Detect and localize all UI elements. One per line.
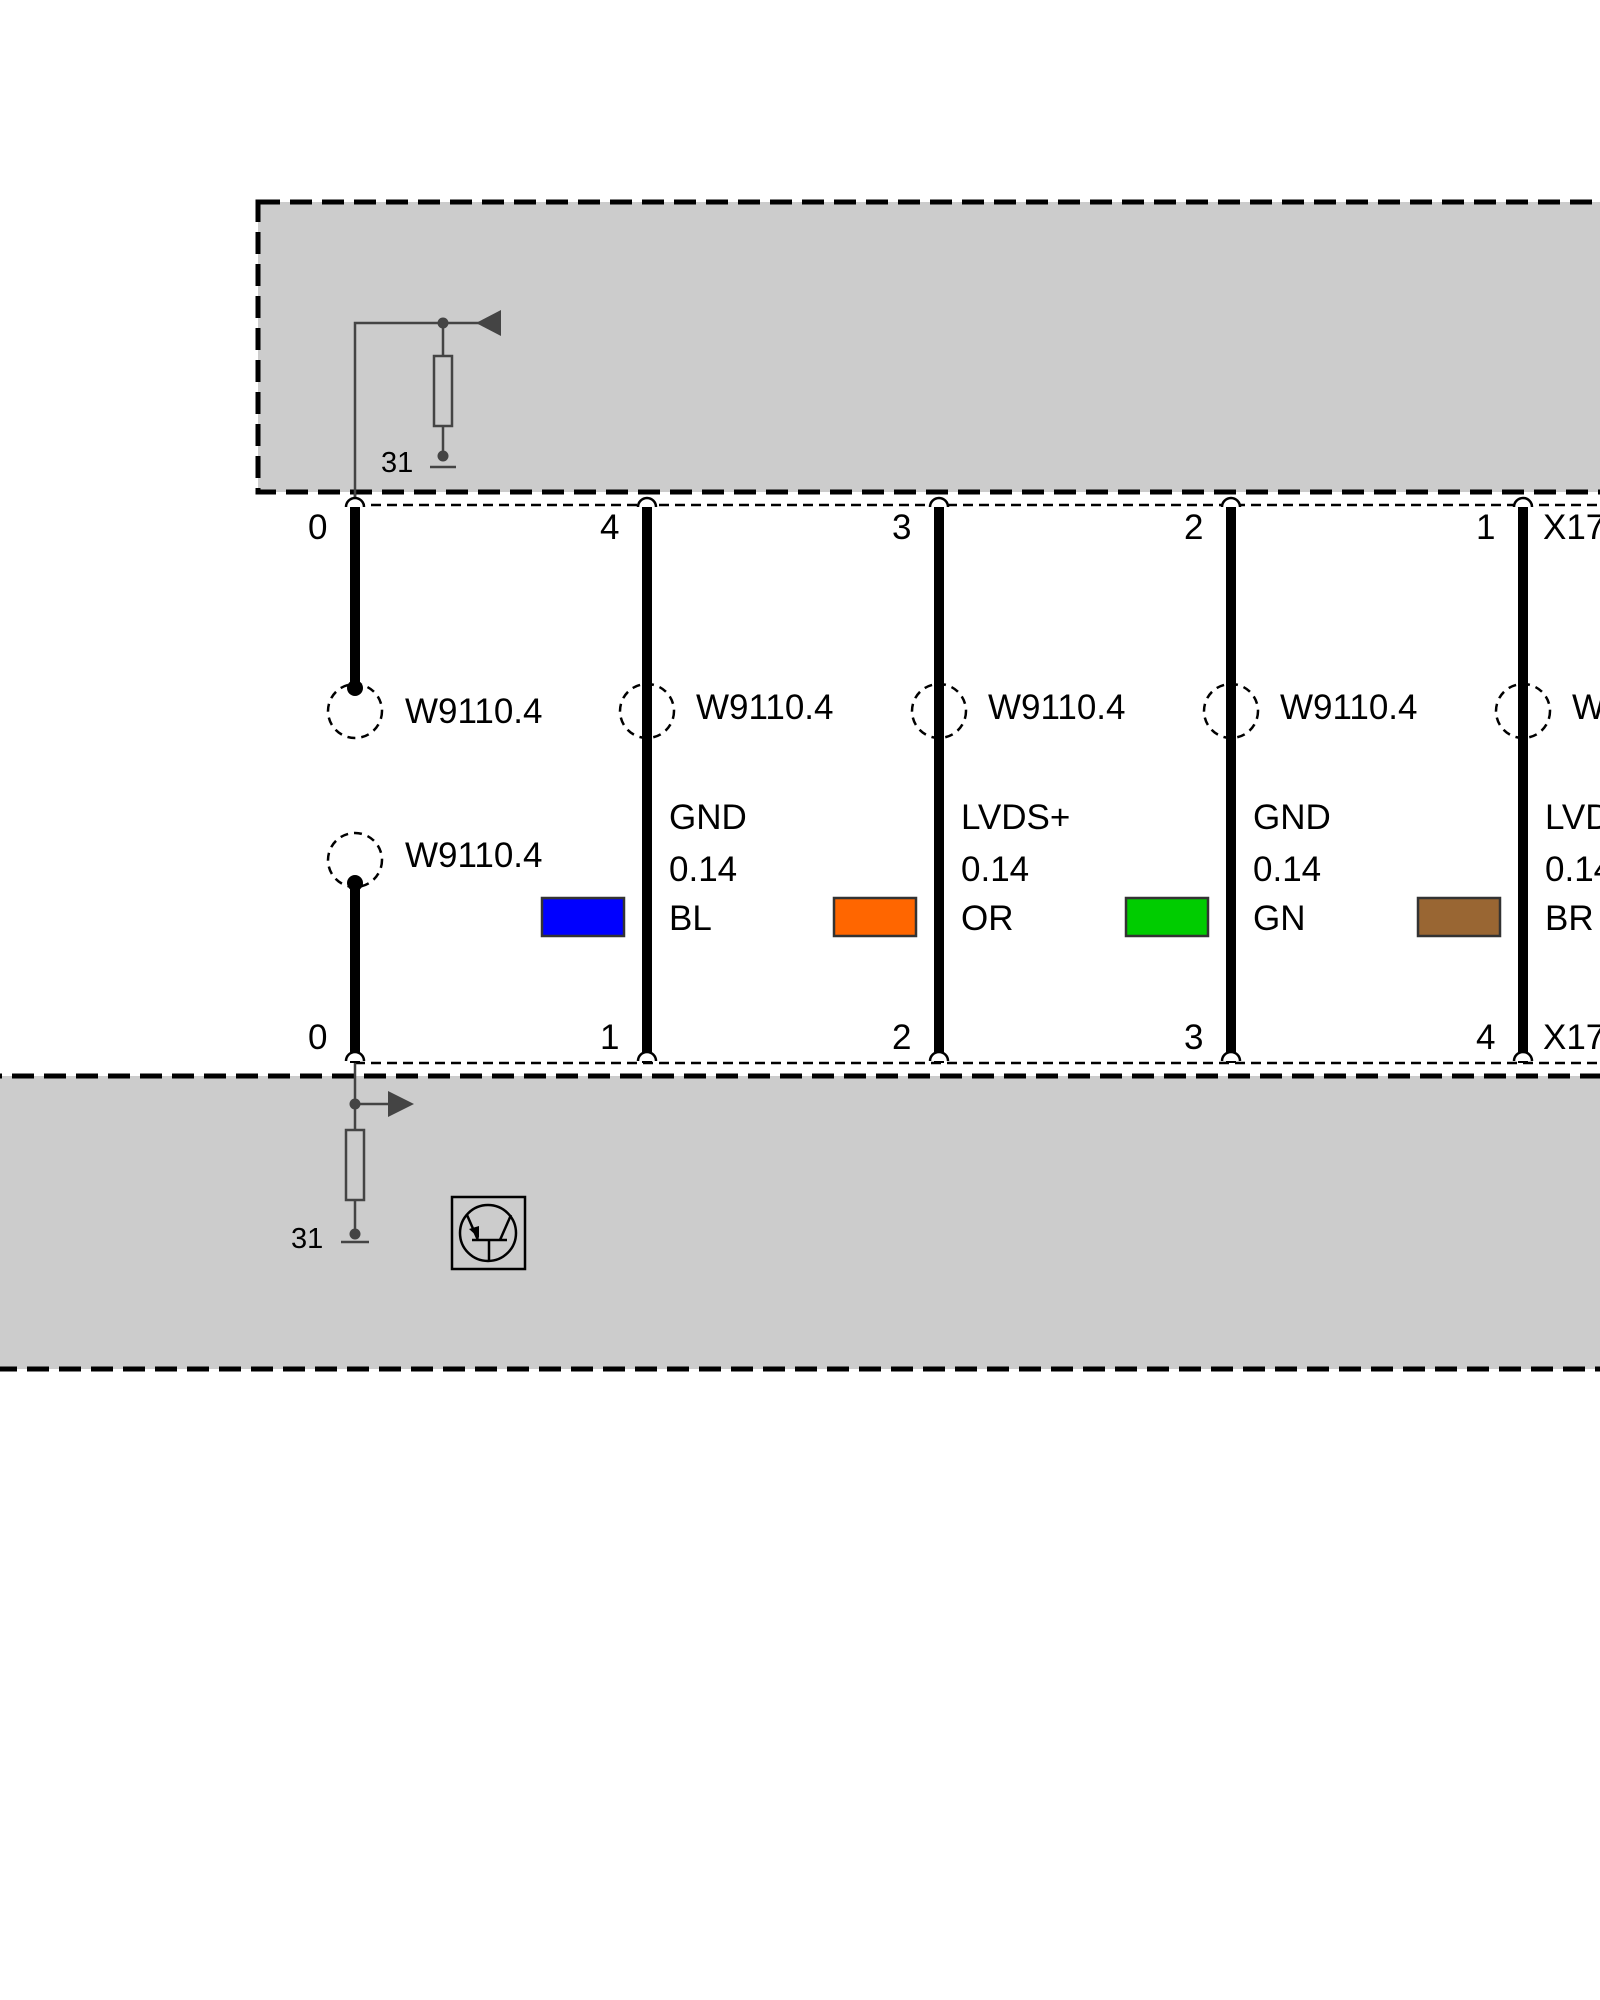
shield-top-splice-icon (326, 682, 384, 740)
shield-bottom-pin: 0 (308, 1018, 327, 1057)
wire-color-code-label: OR (961, 899, 1014, 938)
bottom-module-box (0, 1073, 1600, 1372)
wire-signal-label: LVDS- (1545, 798, 1600, 837)
wire-color-code-label: BL (669, 899, 712, 938)
shield-top-pin: 0 (308, 508, 327, 547)
top-ground-label: 31 (381, 447, 413, 479)
wire-top-terminal (1220, 496, 1242, 508)
wire-splice-label: W9110.4 (696, 688, 834, 727)
wire-splice-icon (910, 682, 968, 740)
wire-top-pin: 4 (600, 508, 619, 547)
wire-signal-label: GND (669, 798, 747, 837)
wire-bottom-terminal (928, 1050, 950, 1062)
wire-bottom-terminal (1512, 1050, 1534, 1062)
wire-bottom-pin: 2 (892, 1018, 911, 1057)
bottom-connector-label: X17 (1543, 1018, 1600, 1057)
wire-top-pin: 1 (1476, 508, 1495, 547)
wire-color-swatch (540, 896, 626, 938)
top-module-box (255, 199, 1600, 495)
wire-color-swatch (1124, 896, 1210, 938)
wire-size-label: 0.14 (1545, 850, 1600, 889)
wire-group: 41W9110.4GND0.14BL32W9110.4LVDS+0.14OR23… (540, 496, 1600, 1063)
wire-top-terminal (928, 496, 950, 508)
wire-bottom-terminal (1220, 1050, 1242, 1062)
wire-splice-icon (1202, 682, 1260, 740)
transistor-icon (450, 1195, 527, 1271)
bottom-signal-arrow-icon (388, 1091, 414, 1117)
wire-signal-label: GND (1253, 798, 1331, 837)
bottom-module: 31 X17 (0, 1018, 1600, 1372)
wire-color-code-label: GN (1253, 899, 1306, 938)
wire-top-terminal (1512, 496, 1534, 508)
wire-splice-icon (1494, 682, 1552, 740)
wire-bottom-pin: 3 (1184, 1018, 1203, 1057)
bottom-ground-label: 31 (291, 1223, 323, 1255)
wire-splice-label: W9110.4 (988, 688, 1126, 727)
bottom-ground-circuit (341, 1063, 392, 1244)
shield-bottom-splice-label: W9110.4 (405, 836, 543, 875)
wire-bottom-pin: 4 (1476, 1018, 1495, 1057)
wire-color-code-label: BR (1545, 899, 1594, 938)
top-connector-label: X17 (1543, 508, 1600, 547)
wire-top-terminal (636, 496, 658, 508)
wire-splice-label: W9110.4 (1280, 688, 1418, 727)
top-module: 31 X17 (255, 199, 1600, 547)
wire-signal-label: LVDS+ (961, 798, 1070, 837)
wire-color-swatch (832, 896, 918, 938)
shield-bottom-splice-icon (326, 831, 384, 889)
wire-size-label: 0.14 (961, 850, 1029, 889)
wire-bottom-terminal (636, 1050, 658, 1062)
wire-size-label: 0.14 (1253, 850, 1321, 889)
wire-top-pin: 3 (892, 508, 911, 547)
shield-top-splice-label: W9110.4 (405, 692, 543, 731)
wire-bottom-pin: 1 (600, 1018, 619, 1057)
wire-splice-label: W9110.4 (1572, 688, 1600, 727)
wire-size-label: 0.14 (669, 850, 737, 889)
wire-top-pin: 2 (1184, 508, 1203, 547)
wire-splice-icon (618, 682, 676, 740)
wire-color-swatch (1416, 896, 1502, 938)
top-signal-arrow-icon (476, 310, 501, 336)
shield-wire: W9110.4 W9110.4 0 0 (308, 496, 543, 1063)
